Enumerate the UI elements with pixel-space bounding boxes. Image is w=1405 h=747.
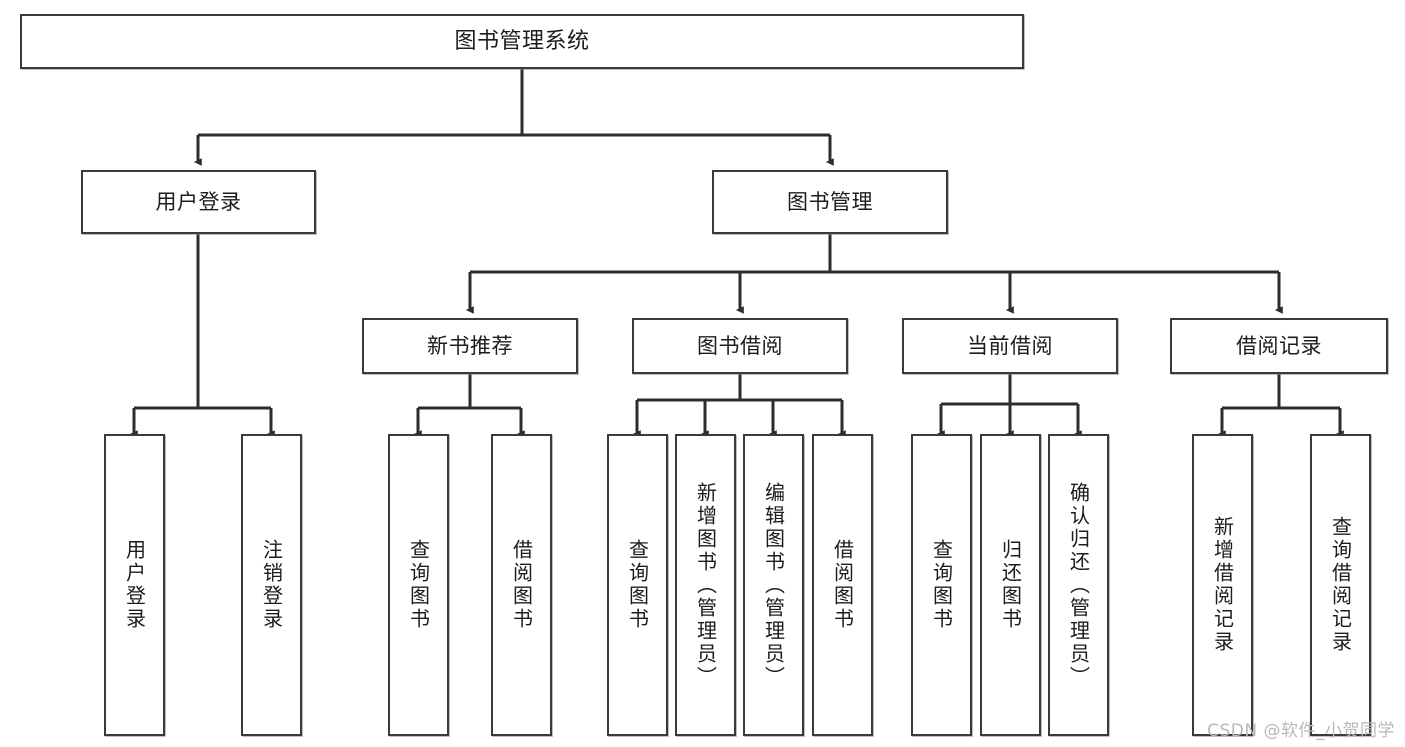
leaf-user-login-logout[interactable]: 注销登录 (241, 434, 302, 736)
leaf-book-borrow-borrow[interactable]: 借阅图书 (812, 434, 873, 736)
node-book-borrow[interactable]: 图书借阅 (632, 318, 848, 374)
node-label: 借阅图书 (830, 539, 855, 631)
node-label: 新书推荐 (427, 333, 513, 358)
node-label: 查询借阅记录 (1328, 516, 1353, 654)
leaf-new-book-query[interactable]: 查询图书 (388, 434, 449, 736)
node-label: 新增图书（管理员） (693, 481, 718, 689)
node-label: 确认归还（管理员） (1066, 481, 1091, 689)
node-label: 用户登录 (155, 189, 242, 214)
node-label: 图书管理 (787, 189, 873, 214)
node-borrow-record[interactable]: 借阅记录 (1170, 318, 1388, 374)
node-label: 借阅记录 (1236, 333, 1322, 358)
node-new-book-recommend[interactable]: 新书推荐 (362, 318, 578, 374)
leaf-current-borrow-return[interactable]: 归还图书 (980, 434, 1041, 736)
node-label: 归还图书 (998, 539, 1023, 631)
node-label: 编辑图书（管理员） (761, 481, 786, 689)
leaf-borrow-record-query[interactable]: 查询借阅记录 (1310, 434, 1371, 736)
node-user-login[interactable]: 用户登录 (81, 170, 316, 234)
node-label: 借阅图书 (509, 539, 534, 631)
leaf-new-book-borrow[interactable]: 借阅图书 (491, 434, 552, 736)
node-label: 新增借阅记录 (1210, 516, 1235, 654)
node-label: 图书管理系统 (454, 28, 590, 54)
node-label: 查询图书 (406, 539, 431, 631)
node-label: 当前借阅 (967, 333, 1053, 358)
node-label: 图书借阅 (697, 333, 783, 358)
node-label: 用户登录 (122, 539, 147, 631)
leaf-current-borrow-confirm-admin[interactable]: 确认归还（管理员） (1048, 434, 1109, 736)
watermark: CSDN @软件_小贺同学 (1207, 721, 1395, 741)
leaf-book-borrow-query[interactable]: 查询图书 (607, 434, 668, 736)
leaf-borrow-record-add[interactable]: 新增借阅记录 (1192, 434, 1253, 736)
leaf-book-borrow-edit-admin[interactable]: 编辑图书（管理员） (743, 434, 804, 736)
node-label: 注销登录 (259, 539, 284, 631)
node-label: 查询图书 (929, 539, 954, 631)
node-label: 查询图书 (625, 539, 650, 631)
node-book-management[interactable]: 图书管理 (712, 170, 948, 234)
leaf-book-borrow-add-admin[interactable]: 新增图书（管理员） (675, 434, 736, 736)
leaf-current-borrow-query[interactable]: 查询图书 (911, 434, 972, 736)
node-current-borrow[interactable]: 当前借阅 (902, 318, 1118, 374)
node-root-system[interactable]: 图书管理系统 (20, 14, 1024, 69)
leaf-user-login-login[interactable]: 用户登录 (104, 434, 165, 736)
